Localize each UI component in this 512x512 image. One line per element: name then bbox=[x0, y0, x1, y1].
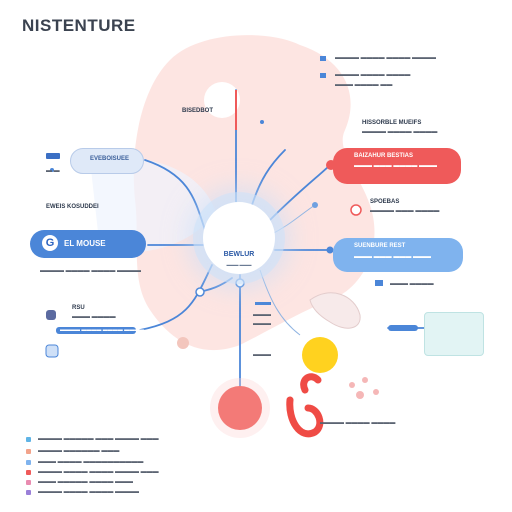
center-list-3: ▬▬▬ bbox=[253, 352, 271, 358]
legend-text: ▬▬▬▬ ▬▬▬▬▬▬ ▬▬▬ bbox=[38, 448, 120, 454]
label-mid-right-2-sub: ▬▬▬▬ ▬▬▬ ▬▬▬▬ bbox=[370, 208, 440, 214]
flag-icon-top-right-1 bbox=[320, 56, 326, 61]
page-title: NISTENTURE bbox=[22, 16, 136, 35]
pink-cloud-shape bbox=[133, 35, 375, 351]
legend-text: ▬▬▬▬ ▬▬▬▬▬ ▬▬▬ ▬▬▬▬ ▬▬▬ bbox=[38, 436, 159, 442]
flag-icon-top-right-2 bbox=[320, 73, 326, 78]
center-list-2: ▬▬▬ bbox=[253, 321, 271, 327]
pill-pale-sub: ▬ ▬ bbox=[46, 168, 60, 174]
label-right-small: ▬▬▬ ▬▬▬▬ bbox=[390, 281, 434, 287]
legend-swatch bbox=[26, 480, 31, 485]
legend-text: ▬▬▬▬ ▬▬▬▬ ▬▬▬▬ ▬▬▬▬ bbox=[38, 489, 140, 495]
list-icon-left bbox=[46, 153, 60, 159]
hub-label: BEWLUR bbox=[223, 251, 255, 258]
bar-right-card bbox=[388, 325, 418, 331]
tan-blob bbox=[177, 337, 189, 349]
pink-dot-2 bbox=[362, 377, 368, 383]
node-ring-center bbox=[235, 278, 245, 288]
label-top-right-1: ▬▬▬▬ ▬▬▬▬ ▬▬▬▬ ▬▬▬▬ bbox=[335, 55, 437, 61]
hub-sublabel: ▬▬▬ ▬▬▬ bbox=[226, 262, 252, 267]
center-list-1: ▬▬▬ bbox=[253, 312, 271, 318]
red-ball-glow bbox=[210, 378, 270, 438]
legend-swatch bbox=[26, 470, 31, 475]
legend-text: ▬▬▬ ▬▬▬▬▬ ▬▬▬▬ ▬▬▬ bbox=[38, 479, 134, 485]
label-mid-right-2: SPOEBAS bbox=[370, 199, 400, 205]
pill-blue-badge: G bbox=[42, 235, 58, 251]
pill-light-blue bbox=[333, 238, 463, 272]
legend-swatch bbox=[26, 490, 31, 495]
pill-pale-text: EVEBOISUEE bbox=[90, 156, 130, 162]
red-ball bbox=[218, 386, 262, 430]
label-bottom-right: ▬▬▬▬ ▬▬▬▬ ▬▬▬▬ bbox=[320, 420, 396, 426]
label-mid-right-sub: ▬▬▬▬ ▬▬▬▬ ▬▬▬▬ bbox=[362, 129, 438, 135]
right-card bbox=[424, 312, 484, 356]
square-icon-left-low bbox=[45, 344, 59, 358]
legend-swatch bbox=[26, 449, 31, 454]
connector-hub-right-top bbox=[269, 164, 331, 221]
legend-text: ▬▬▬ ▬▬▬▬ ▬▬▬▬▬▬▬▬▬▬ bbox=[38, 459, 144, 465]
cloud-hole bbox=[204, 82, 240, 118]
yellow-ball bbox=[302, 337, 338, 373]
label-left-low-sub: ▬▬▬ ▬▬▬▬ bbox=[72, 314, 116, 320]
connector-hub-up-right bbox=[251, 149, 286, 206]
pill-light-blue-title: SUENBURE REST bbox=[354, 243, 406, 249]
pill-red bbox=[333, 148, 461, 184]
label-left-under: ▬▬▬▬ ▬▬▬▬ ▬▬▬▬ ▬▬▬▬ bbox=[40, 268, 142, 274]
bar-left-low-text: ▬▬▬▬ ▬▬▬▬ ▬▬▬▬ ▬▬▬▬ bbox=[60, 327, 145, 333]
node-dot-right-mid bbox=[350, 204, 362, 216]
square-icon-left-mid bbox=[46, 310, 56, 320]
bar-left-low bbox=[56, 327, 136, 334]
connector-thin-2 bbox=[259, 269, 301, 336]
label-top-center: BISEDBOT bbox=[182, 108, 214, 114]
pill-light-blue-sub: ▬▬▬ ▬▬▬ ▬▬▬ ▬▬▬ bbox=[354, 254, 432, 260]
label-left-low-header: RSU bbox=[72, 305, 85, 311]
label-left-header: EWEIS KOSUDDEI bbox=[46, 204, 99, 210]
label-top-right-2: ▬▬▬▬ ▬▬▬▬ ▬▬▬▬ bbox=[335, 72, 411, 78]
connector-thin-1 bbox=[269, 204, 316, 236]
label-mid-right-header: HISSORBLE MUEIFS bbox=[362, 120, 422, 126]
soft-blue-glow bbox=[90, 157, 215, 253]
pink-dot-4 bbox=[373, 389, 379, 395]
legend-text: ▬▬▬▬ ▬▬▬▬ ▬▬▬▬ ▬▬▬▬ ▬▬▬ bbox=[38, 469, 159, 475]
node-dot-right bbox=[326, 246, 334, 254]
legend-swatch bbox=[26, 460, 31, 465]
legend-swatch bbox=[26, 437, 31, 442]
connector-hub-left-top bbox=[144, 159, 206, 231]
node-dot-top-right bbox=[260, 120, 264, 124]
red-hook-shape bbox=[286, 373, 324, 438]
central-hub bbox=[203, 202, 275, 274]
small-box-right bbox=[375, 280, 383, 286]
pill-red-sub: ▬▬▬ ▬▬▬ ▬▬▬▬ ▬▬▬ bbox=[354, 163, 438, 169]
node-dot-small-blue bbox=[312, 202, 318, 208]
center-list-bar bbox=[255, 302, 271, 305]
pill-pale-blue bbox=[70, 148, 144, 174]
node-dot-left-top bbox=[50, 168, 54, 172]
pale-wing-shape bbox=[309, 292, 361, 329]
label-top-right-3: ▬▬▬ ▬▬▬▬ ▬▬ bbox=[335, 82, 393, 88]
pill-red-title: BAIZAHUR BESTIAS bbox=[354, 153, 414, 159]
pink-dot-3 bbox=[356, 391, 364, 399]
node-ring-low bbox=[195, 287, 205, 297]
pill-blue-text: EL MOUSE bbox=[64, 239, 106, 248]
pink-dot-1 bbox=[349, 382, 355, 388]
connector-hub-left-low bbox=[139, 264, 213, 331]
